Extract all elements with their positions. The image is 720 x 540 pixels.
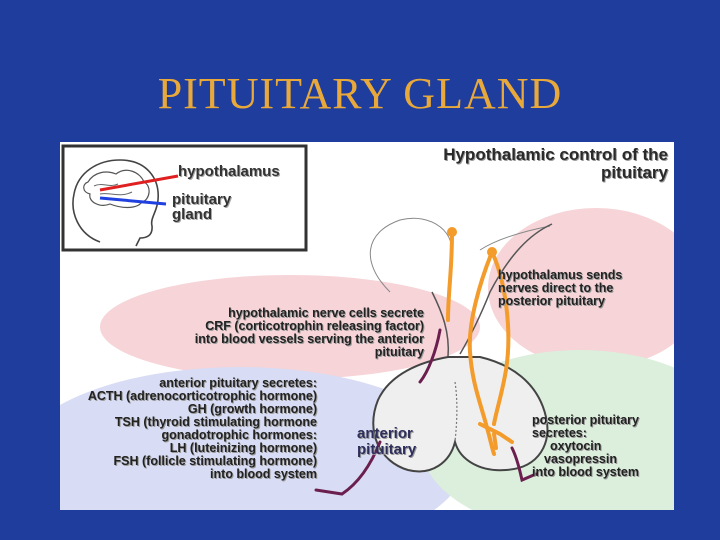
anterior-pituitary-line-2: pituitary [357,441,417,458]
panel-title-line-1: Hypothalamic control of the [443,145,668,164]
panel-title: Hypothalamic control of the pituitary [443,146,668,182]
anterior-pituitary-line-1: anterior [357,425,413,442]
head-inset [61,144,308,252]
posterior-secretes-line-1: posterior pituitary [532,413,639,427]
hypothalamus-sends-line-3: posterior pituitary [498,294,605,308]
inset-label-hypothalamus: hypothalamus [178,163,280,180]
nerve-cells-line-3: into blood vessels serving the anterior [194,332,424,346]
posterior-secretes-line-3: oxytocin [550,439,602,453]
label-nerve-cells-secrete: hypothalamic nerve cells secrete CRF (co… [195,307,424,359]
anterior-secretes-line-3: GH (growth hormone) [187,402,317,416]
diagram-panel: hypothalamus pituitary gland Hypothalami… [60,142,674,510]
inset-pituitary-line: pituitary [172,191,232,208]
anterior-secretes-line-1: anterior pituitary secretes: [159,376,317,390]
nerve-cells-line-1: hypothalamic nerve cells secrete [228,306,424,320]
hypothalamus-sends-line-1: hypothalamus sends [498,268,623,282]
label-hypothalamus-sends: hypothalamus sends nerves direct to the … [498,269,622,308]
nerve-cells-line-4: pituitary [374,345,424,359]
inset-gland-line: gland [172,206,212,223]
blood-vessels [314,328,538,496]
label-anterior-secretes: anterior pituitary secretes: ACTH (adren… [88,377,317,481]
pink-region-nerve-cells [100,275,480,379]
pink-region-hypothalamus [488,208,674,368]
anterior-secretes-line-5: gonadotrophic hormones: [161,428,317,442]
posterior-secretes-line-5: into blood system [532,465,639,479]
diagram-graphic [60,144,674,510]
nerve-cells-line-2: CRF (corticotrophin releasing factor) [205,319,424,333]
panel-title-line-2: pituitary [600,163,668,182]
label-anterior-pituitary: anterior pituitary [357,426,416,458]
hypothalamic-nerve-fibres [446,230,514,456]
anterior-secretes-line-8: into blood system [210,467,317,481]
anterior-secretes-line-7: FSH (follicle stimulating hormone) [113,454,317,468]
anterior-secretes-line-6: LH (luteinizing hormone) [169,441,317,455]
label-posterior-secretes: posterior pituitary secretes: oxytocin v… [532,414,639,479]
anterior-secretes-line-4: TSH (thyroid stimulating hormone [114,415,317,429]
inset-label-pituitary-gland: pituitary gland [172,192,231,222]
anterior-secretes-line-2: ACTH (adrenocorticotrophic hormone) [87,389,317,403]
posterior-secretes-line-4: vasopressin [544,452,617,466]
slide-title: PITUITARY GLAND [157,69,563,118]
hypothalamus-sends-line-2: nerves direct to the [498,281,614,295]
posterior-secretes-line-2: secretes: [532,426,587,440]
